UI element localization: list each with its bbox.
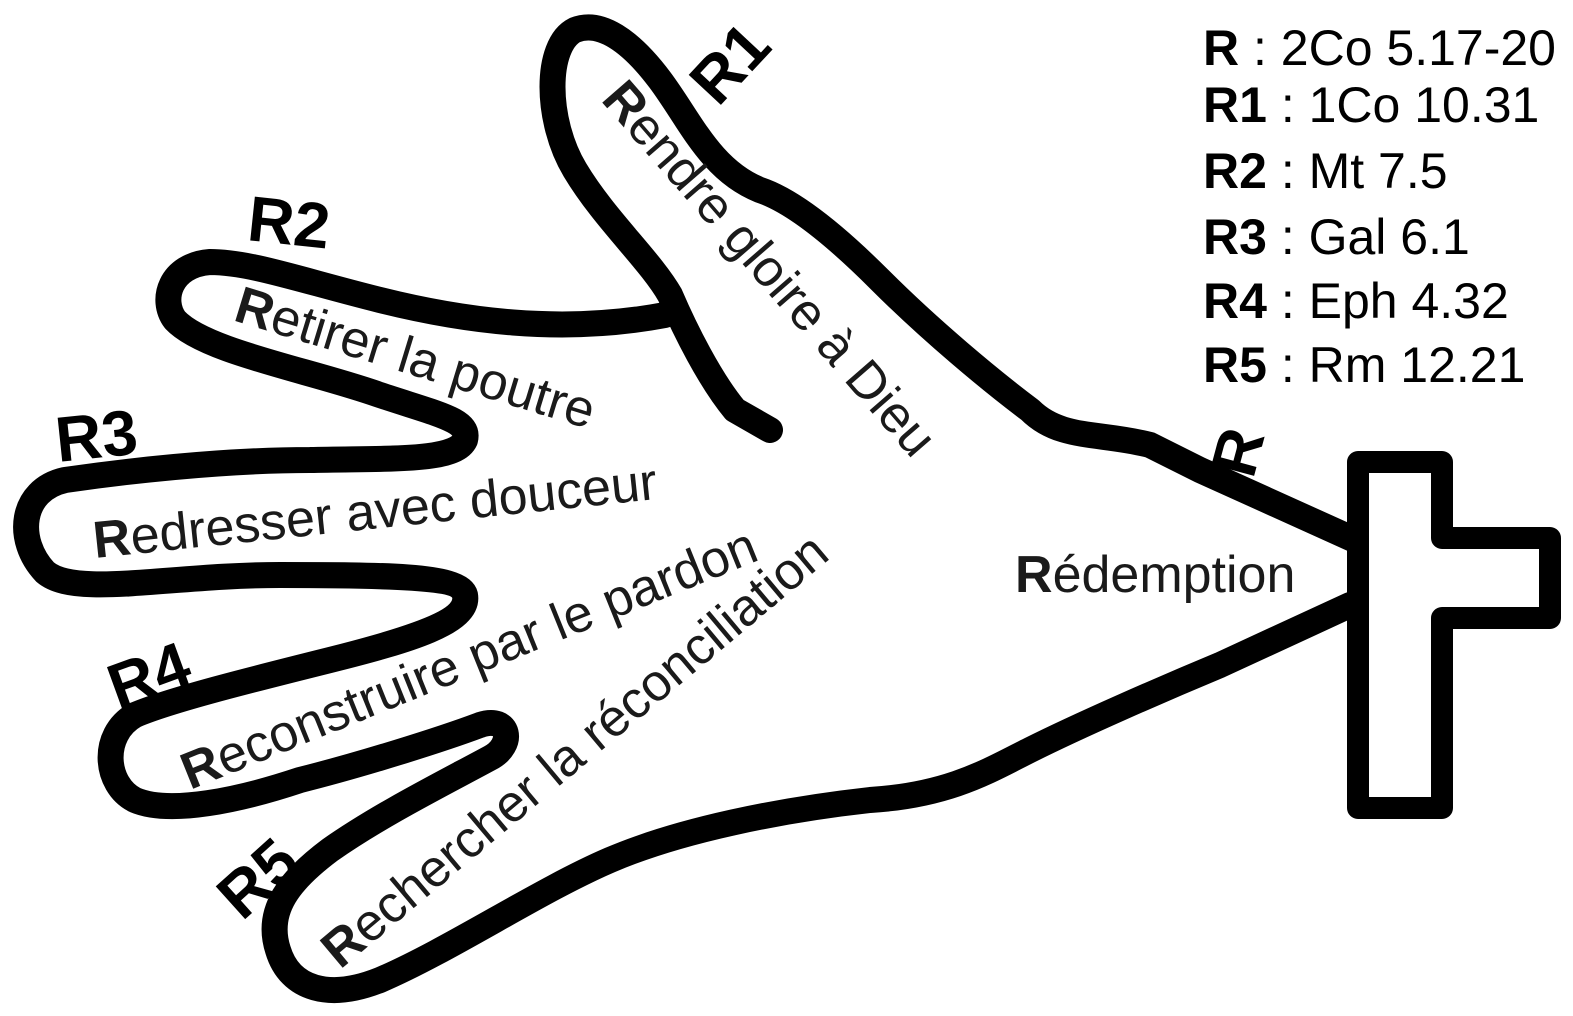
legend-row: R2 : Mt 7.5 (1203, 143, 1448, 199)
finger-tag-r5: R5 (203, 824, 312, 932)
finger-tag-r2: R2 (245, 182, 334, 262)
finger-tag-r1: R1 (676, 9, 784, 118)
finger-tag-r3: R3 (52, 396, 141, 476)
legend-row: R4 : Eph 4.32 (1203, 273, 1509, 329)
legend-row: R3 : Gal 6.1 (1203, 209, 1470, 265)
cross-icon (1347, 451, 1561, 819)
wrist-label: Rédemption (1015, 546, 1295, 604)
legend-row: R1 : 1Co 10.31 (1203, 77, 1539, 133)
legend: R : 2Co 5.17-20 R1 : 1Co 10.31 R2 : Mt 7… (1203, 20, 1556, 393)
hand-outline (539, 14, 1368, 553)
legend-row: R5 : Rm 12.21 (1203, 337, 1525, 393)
hand-outline-upper-fingers (13, 249, 1363, 1003)
legend-row: R : 2Co 5.17-20 (1203, 20, 1556, 76)
